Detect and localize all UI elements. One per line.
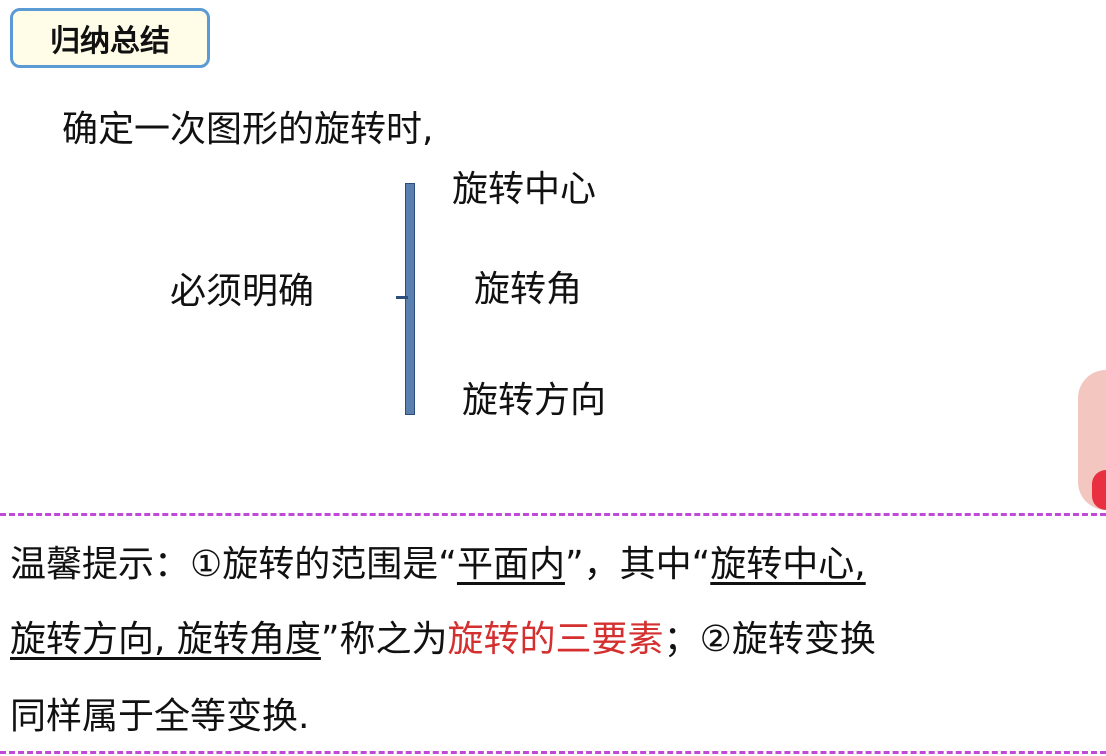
tip-underlined: 平面内: [456, 544, 565, 585]
tip-text: ；②旋转变换: [663, 619, 876, 660]
diagram-label: 必须明确: [170, 271, 315, 312]
intro-text: 确定一次图形的旋转时,: [62, 109, 434, 150]
tip-line-3: 同样属于全等变换.: [10, 696, 310, 737]
diagram-item-direction: 旋转方向: [462, 380, 607, 421]
tip-highlight: 旋转的三要素: [447, 619, 664, 660]
brace-tick: [396, 296, 408, 299]
divider-top: [0, 513, 1106, 516]
summary-title-badge: 归纳总结: [10, 8, 210, 68]
summary-title: 归纳总结: [50, 24, 170, 59]
diagram-item-angle: 旋转角: [474, 269, 583, 310]
tip-underlined: 旋转方向, 旋转角度: [10, 619, 321, 660]
tip-line-1: 温馨提示：①旋转的范围是“平面内”，其中“旋转中心,: [10, 545, 866, 585]
tip-text: ”，其中“: [564, 544, 711, 585]
diagram-item-center: 旋转中心: [452, 169, 597, 210]
tip-text: 温馨提示：①旋转的范围是“: [10, 544, 457, 585]
cartoon-character-clothes: [1092, 470, 1106, 510]
tip-text: ”称之为: [320, 619, 448, 660]
tip-underlined: 旋转中心,: [710, 544, 866, 585]
divider-bottom: [0, 751, 1106, 754]
brace-bracket: [405, 183, 415, 415]
tip-line-2: 旋转方向, 旋转角度”称之为旋转的三要素；②旋转变换: [10, 620, 876, 660]
